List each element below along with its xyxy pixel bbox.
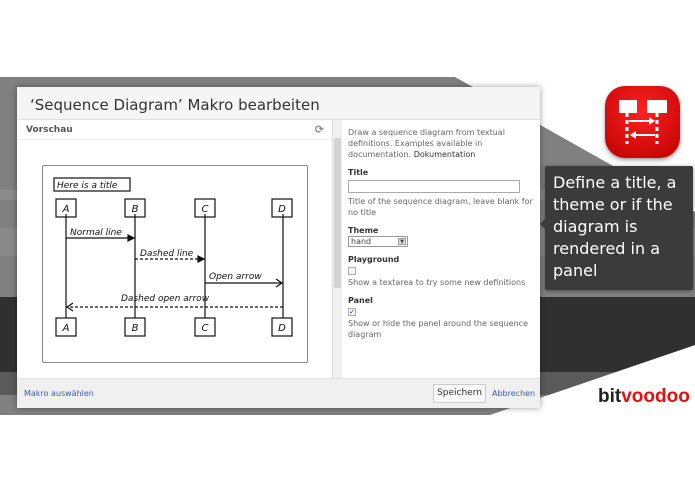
preview-panel: Vorschau ⟳ Here is a title A B C D (17, 120, 332, 378)
playground-checkbox[interactable] (348, 267, 356, 275)
participant-c: C (202, 204, 209, 215)
dialog-footer: Makro auswählen Speichern Abbrechen (17, 378, 540, 408)
theme-select[interactable]: hand▼ (348, 236, 408, 247)
participant-c: C (202, 323, 209, 334)
theme-label: Theme (348, 226, 379, 235)
participant-b: B (132, 323, 139, 334)
sequence-diagram-preview: Here is a title A B C D A B C (42, 165, 308, 363)
participant-b: B (132, 204, 139, 215)
macro-form: Draw a sequence diagram from textual def… (348, 127, 534, 340)
message-label: Dashed open arrow (121, 294, 210, 304)
message-label: Open arrow (209, 272, 262, 282)
participants-bottom (55, 317, 293, 337)
title-label: Title (348, 168, 369, 177)
documentation-link[interactable]: Dokumentation (413, 150, 476, 159)
participant-a: A (62, 323, 70, 334)
panel-help: Show or hide the panel around the sequen… (348, 319, 528, 339)
refresh-icon[interactable]: ⟳ (314, 123, 324, 136)
cancel-link[interactable]: Abbrechen (492, 389, 536, 398)
message-label: Normal line (70, 228, 122, 238)
lifelines (65, 214, 284, 318)
chevron-down-icon: ▼ (398, 238, 406, 245)
message-label: Dashed line (140, 249, 194, 259)
participant-d: D (278, 323, 286, 334)
macro-dialog: ‘Sequence Diagram’ Makro bearbeiten Vors… (17, 87, 540, 408)
preview-scrollbar[interactable] (332, 120, 342, 378)
sequence-diagram-logo-icon (605, 86, 680, 158)
preview-label: Vorschau (26, 125, 73, 135)
panel-checkbox[interactable]: ✓ (348, 308, 356, 316)
title-input[interactable] (348, 180, 520, 193)
save-button[interactable]: Speichern (433, 384, 486, 403)
tooltip-callout: Define a title, a theme or if the diagra… (540, 166, 693, 290)
diagram-title: Here is a title (57, 181, 118, 191)
diagram-title-box (53, 177, 131, 192)
playground-label: Playground (348, 255, 400, 264)
participant-a: A (62, 204, 70, 215)
scrollbar-thumb[interactable] (334, 138, 341, 288)
playground-help: Show a textarea to try some new definiti… (348, 278, 526, 287)
dialog-title: ‘Sequence Diagram’ Makro bearbeiten (17, 87, 540, 120)
participant-d: D (278, 204, 286, 215)
title-help: Title of the sequence diagram, leave bla… (348, 197, 533, 217)
participants-top (55, 198, 293, 218)
panel-label: Panel (348, 296, 373, 305)
intro-text: Draw a sequence diagram from textual def… (348, 128, 505, 159)
bitvoodoo-logo: bitvoodoo (598, 386, 690, 407)
select-macro-link[interactable]: Makro auswählen (24, 389, 94, 398)
